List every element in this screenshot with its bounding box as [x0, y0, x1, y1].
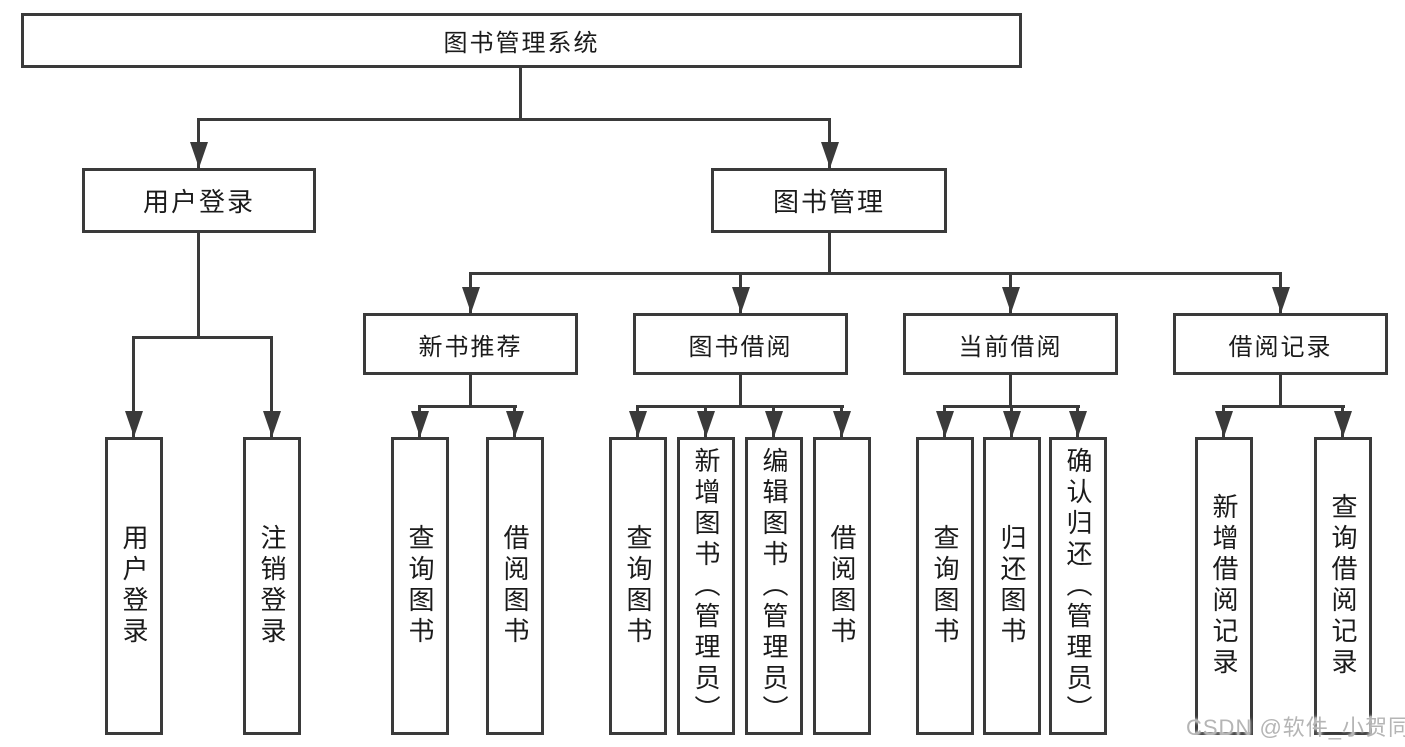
leaf-label: 新增图书（管理员） [691, 446, 721, 726]
node-current-borrowing: 当前借阅 [903, 313, 1118, 375]
node-leaf-logout: 注销登录 [243, 437, 301, 735]
node-leaf-user-login: 用户登录 [105, 437, 163, 735]
node-leaf-borrow-books: 借阅图书 [813, 437, 871, 735]
leaf-label: 编辑图书（管理员） [759, 446, 789, 726]
arrow-down-icon [263, 411, 281, 437]
node-leaf-query-books-recommend: 查询图书 [391, 437, 449, 735]
arrow-down-icon [936, 411, 954, 437]
arrow-down-icon [1002, 287, 1020, 313]
leaf-label: 新增借阅记录 [1209, 493, 1239, 679]
arrow-down-icon [629, 411, 647, 437]
leaf-label: 查询图书 [623, 524, 653, 648]
node-leaf-query-books-current: 查询图书 [916, 437, 974, 735]
arrow-down-icon [765, 411, 783, 437]
leaf-label: 查询图书 [405, 524, 435, 648]
node-book-management: 图书管理 [711, 168, 947, 233]
leaf-label: 注销登录 [257, 524, 287, 648]
arrow-down-icon [462, 287, 480, 313]
arrow-down-icon [190, 142, 208, 168]
node-leaf-add-borrow-record: 新增借阅记录 [1195, 437, 1253, 735]
leaf-label: 确认归还（管理员） [1063, 446, 1093, 726]
node-book-borrowing: 图书借阅 [633, 313, 848, 375]
node-leaf-return-book: 归还图书 [983, 437, 1041, 735]
node-borrowing-records: 借阅记录 [1173, 313, 1388, 375]
leaf-label: 查询借阅记录 [1328, 493, 1358, 679]
node-leaf-confirm-return-admin: 确认归还（管理员） [1049, 437, 1107, 735]
arrow-down-icon [1003, 411, 1021, 437]
arrow-down-icon [1272, 287, 1290, 313]
arrow-down-icon [732, 287, 750, 313]
arrow-down-icon [506, 411, 524, 437]
arrow-down-icon [1215, 411, 1233, 437]
node-leaf-add-book-admin: 新增图书（管理员） [677, 437, 735, 735]
node-leaf-query-books-borrow: 查询图书 [609, 437, 667, 735]
node-leaf-borrow-books-recommend: 借阅图书 [486, 437, 544, 735]
arrow-down-icon [833, 411, 851, 437]
node-new-book-recommend: 新书推荐 [363, 313, 578, 375]
arrow-down-icon [821, 142, 839, 168]
arrow-down-icon [1069, 411, 1087, 437]
watermark: CSDN @软件_小贺同学 [1186, 715, 1405, 740]
arrow-down-icon [411, 411, 429, 437]
arrow-down-icon [697, 411, 715, 437]
arrow-down-icon [1334, 411, 1352, 437]
leaf-label: 借阅图书 [827, 524, 857, 648]
leaf-label: 查询图书 [930, 524, 960, 648]
leaf-label: 归还图书 [997, 524, 1027, 648]
node-leaf-edit-book-admin: 编辑图书（管理员） [745, 437, 803, 735]
leaf-label: 借阅图书 [500, 524, 530, 648]
node-leaf-query-borrow-record: 查询借阅记录 [1314, 437, 1372, 735]
leaf-label: 用户登录 [119, 524, 149, 648]
node-user-login: 用户登录 [82, 168, 316, 233]
node-library-management-system: 图书管理系统 [21, 13, 1022, 68]
arrow-down-icon [125, 411, 143, 437]
